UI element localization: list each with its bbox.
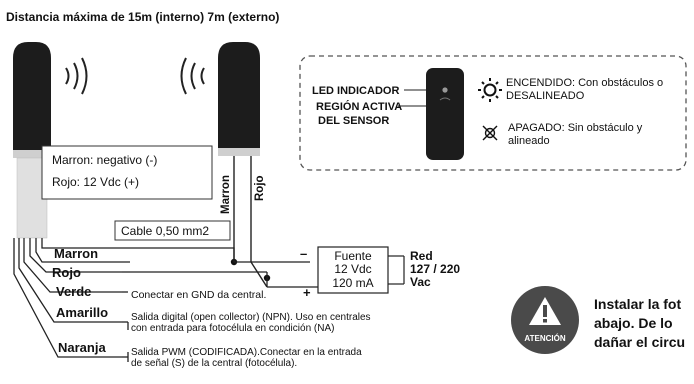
left-photocell: [13, 42, 51, 239]
off-line-2: alineado: [508, 135, 550, 147]
supply-line-3: 120 mA: [332, 276, 373, 290]
warning-line-3: dañar el circu: [594, 334, 685, 350]
warning-badge-label: ATENCIÓN: [524, 334, 565, 343]
on-line-2: DESALINEADO: [506, 90, 585, 102]
power-supply-box: [317, 246, 389, 294]
amarillo-note-2: con entrada para fotocélula en condición…: [131, 323, 334, 334]
supply-plus: +: [303, 285, 311, 300]
region-label-1: REGIÓN ACTIVA: [316, 100, 402, 113]
legend-line-2: Rojo: 12 Vdc (+): [52, 175, 139, 189]
warning-line-2: abajo. De lo: [594, 315, 673, 331]
naranja-note-1: Salida PWM (CODIFICADA).Conectar en la e…: [131, 347, 362, 358]
mains-line-2: 127 / 220: [410, 262, 460, 276]
vertical-label-marron: Marron: [220, 175, 232, 214]
mains-line-1: Red: [410, 249, 433, 263]
sun-off-icon: [482, 125, 498, 141]
wire-legend-box: [41, 145, 213, 200]
supply-minus: –: [300, 246, 307, 261]
signal-waves-icon: [65, 57, 88, 95]
warning-line-1: Instalar la fot: [594, 296, 681, 312]
wire-label-amarillo: Amarillo: [56, 305, 108, 320]
mains-line-3: Vac: [410, 275, 431, 289]
wire-label-verde: Verde: [56, 284, 91, 299]
warning-badge: ATENCIÓN: [511, 286, 579, 354]
wire-label-rojo: Rojo: [52, 265, 81, 280]
wire-label-marron: Marron: [54, 246, 98, 261]
sensor-device-image: [426, 68, 464, 160]
vertical-label-rojo: Rojo: [254, 175, 266, 201]
region-label-2: DEL SENSOR: [318, 115, 389, 127]
wire-label-naranja: Naranja: [58, 340, 106, 355]
supply-line-1: Fuente: [334, 249, 372, 263]
page-title: Distancia máxima de 15m (interno) 7m (ex…: [6, 10, 279, 24]
indicator-info-box: [299, 55, 687, 171]
led-indicator-label: LED INDICADOR: [312, 85, 399, 97]
cable-label-box: [114, 220, 231, 241]
cable-label: Cable 0,50 mm2: [121, 224, 209, 238]
legend-line-1: Marron: negativo (-): [52, 153, 157, 167]
supply-line-2: 12 Vdc: [334, 262, 371, 276]
on-line-1: ENCENDIDO: Con obstáculos o: [506, 77, 663, 89]
off-line-1: APAGADO: Sin obstáculo y: [508, 122, 643, 134]
naranja-note-2: de señal (S) de la central (fotocélula).: [131, 358, 297, 369]
verde-note: Conectar en GND da central.: [131, 289, 266, 301]
right-photocell: [218, 42, 260, 156]
signal-waves-icon: [180, 57, 205, 95]
left-wire-bundle: [18, 238, 310, 323]
sun-on-icon: [478, 78, 502, 102]
amarillo-note-1: Salida digital (open collector) (NPN). U…: [131, 312, 371, 323]
